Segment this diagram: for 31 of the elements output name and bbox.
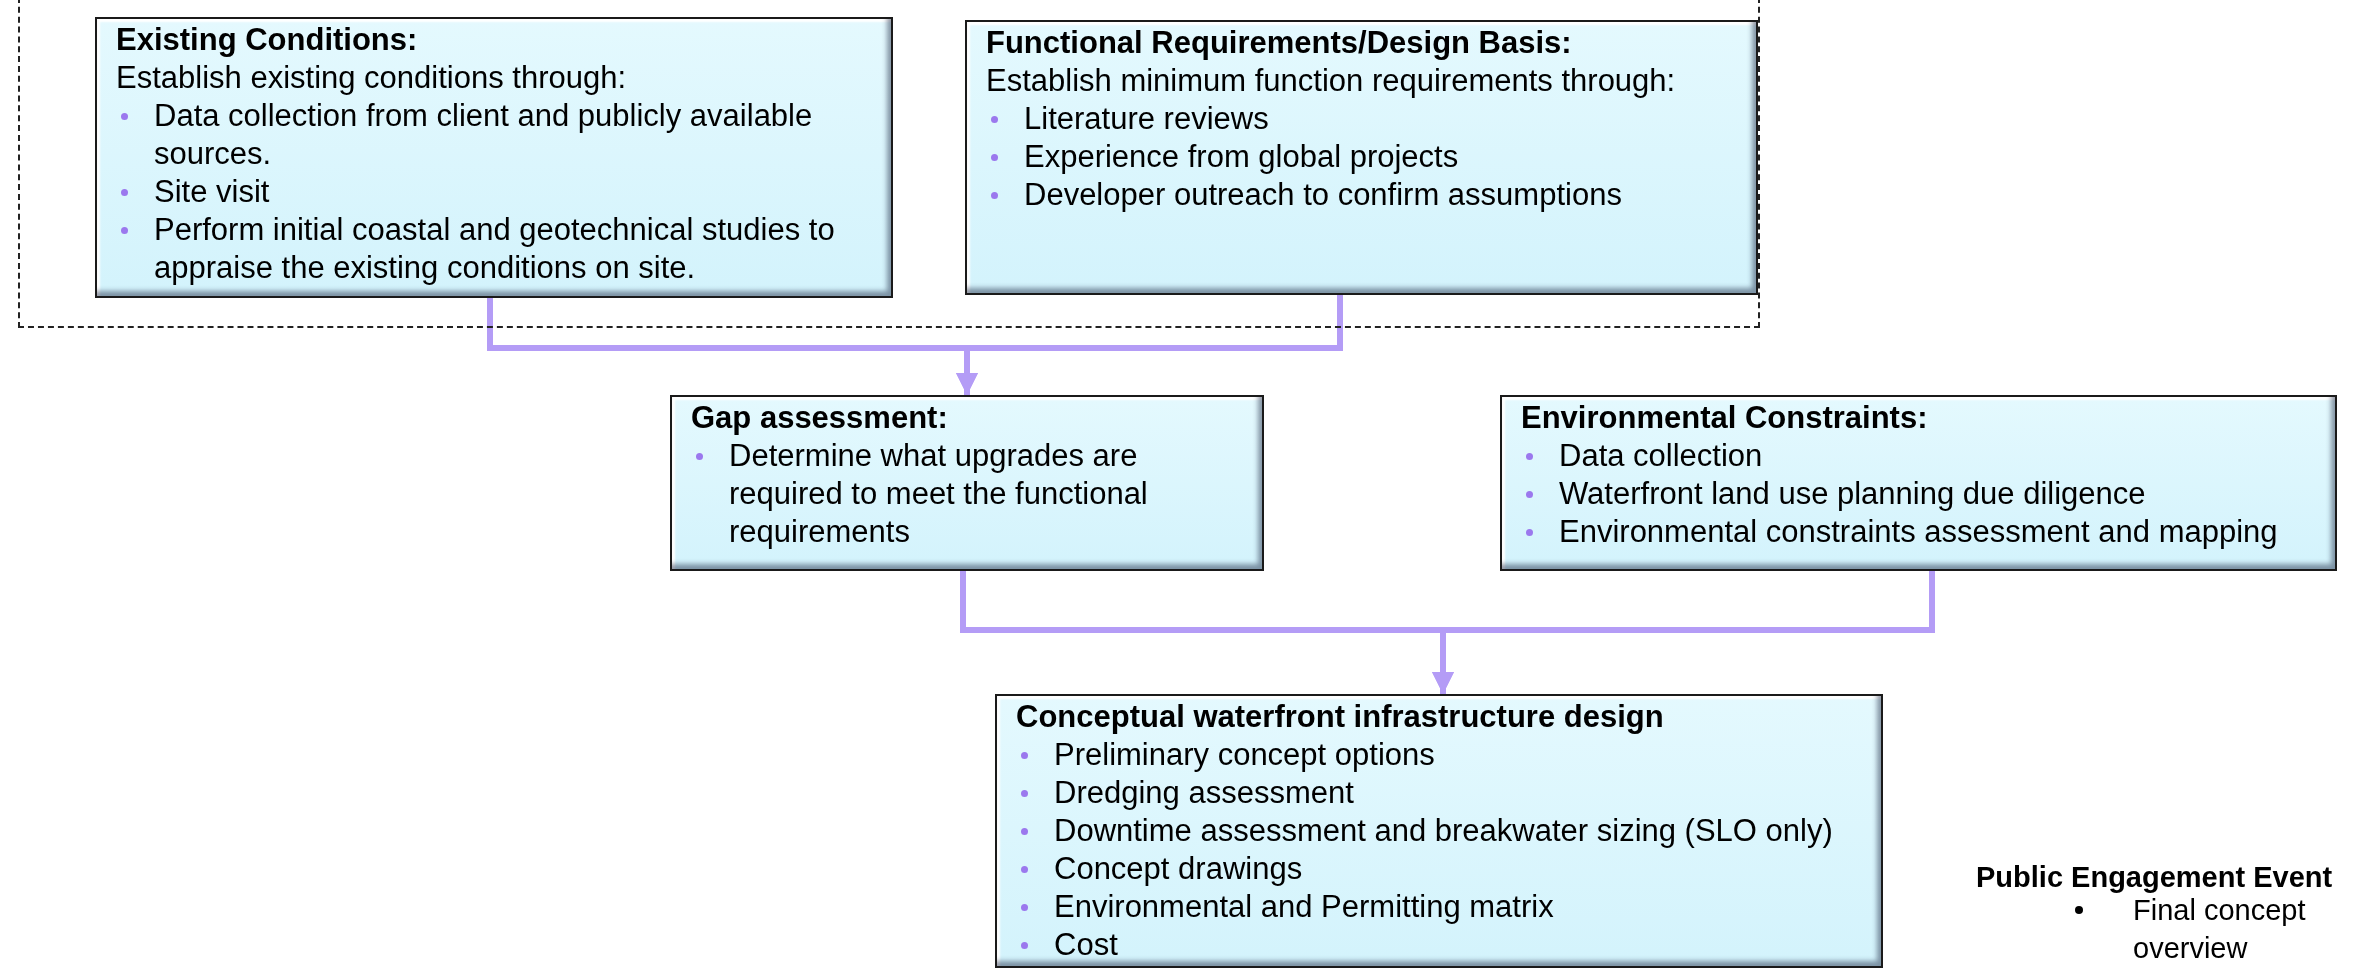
note-heading: Public Engagement Event [1976, 860, 2334, 895]
bullet-item: Data collection from client and publicly available sources. [154, 97, 814, 173]
bullet-item: Downtime assessment and breakwater sizing (SLO only) [1054, 812, 1834, 850]
box-heading: Environmental Constraints: [1521, 399, 1929, 437]
bullet-item: Cost [1054, 926, 1119, 964]
bullet-item: Environmental and Permitting matrix [1054, 888, 1555, 926]
bullet-item: Concept drawings [1054, 850, 1304, 888]
process-box [95, 17, 893, 298]
box-heading: Existing Conditions: [116, 21, 419, 59]
bullet-item: Determine what upgrades are required to meet the functional requirements [729, 437, 1149, 551]
bullet-item: Data collection [1559, 437, 1764, 475]
box-heading: Functional Requirements/Design Basis: [986, 24, 1573, 62]
process-box [995, 694, 1883, 968]
bullet-item: Dredging assessment [1054, 774, 1355, 812]
box-heading: Gap assessment: [691, 399, 949, 437]
bullet-item: Environmental constraints assessment and mapping [1559, 513, 2279, 551]
process-box [1500, 395, 2337, 571]
intro-text: Establish minimum function requirements through: [986, 62, 1677, 100]
bullet-item: Preliminary concept options [1054, 736, 1436, 774]
box-heading: Conceptual waterfront infrastructure design [1016, 698, 1665, 736]
bullet-item: Experience from global projects [1024, 138, 1460, 176]
dashed-group-frame [18, 0, 1760, 328]
intro-text: Establish existing conditions through: [116, 59, 628, 97]
bullet-note: Final concept overview [2133, 893, 2307, 966]
bullet-item: Perform initial coastal and geotechnical studies to appraise the existing conditions on site. [154, 211, 836, 287]
process-box [965, 20, 1758, 295]
bullet-item: Developer outreach to confirm assumptions [1024, 176, 1623, 214]
process-box [670, 395, 1264, 571]
bullet-item: Site visit [154, 173, 271, 211]
bullet-item: Literature reviews [1024, 100, 1270, 138]
bullet-item: Waterfront land use planning due diligence [1559, 475, 2147, 513]
